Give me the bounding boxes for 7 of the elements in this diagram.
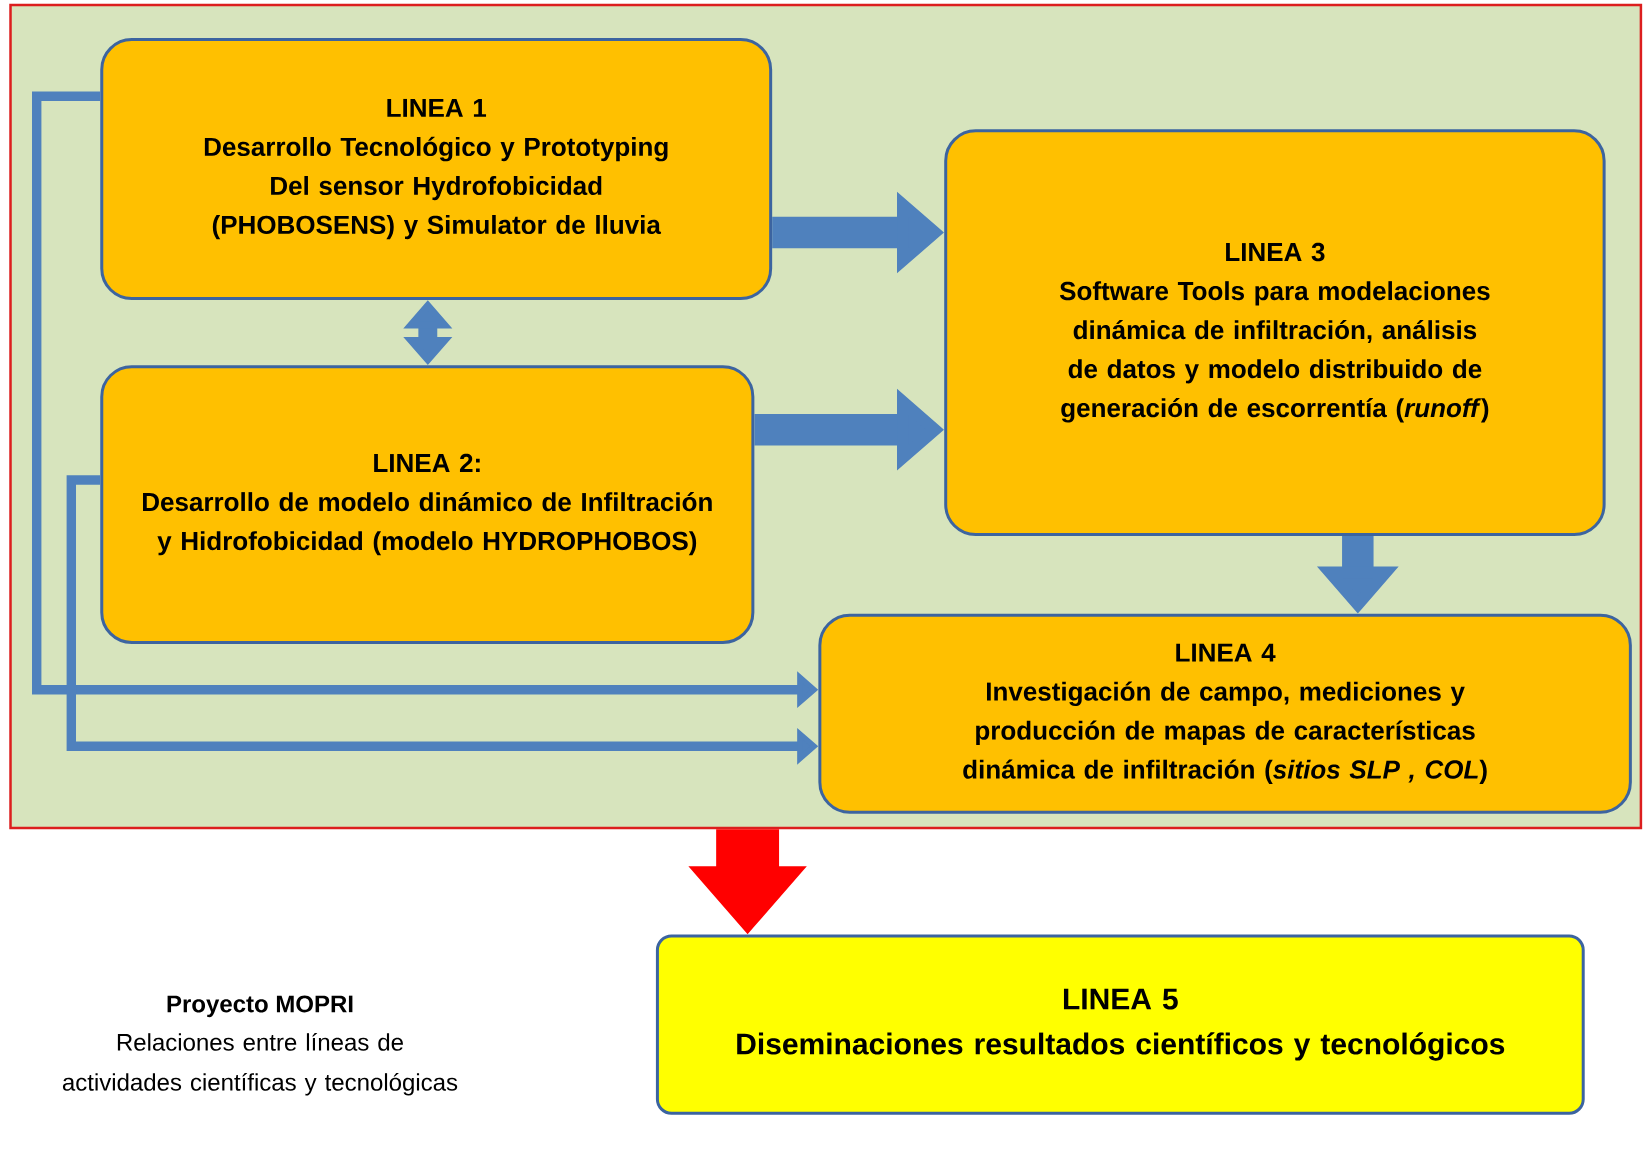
result-box: LINEA 5 Diseminaciones resultados científicos y tecnológicos (655, 934, 1585, 1115)
process-box: LINEA 2: Desarrollo de modelo dinámico de Infiltración y Hidrofobicidad (modelo HYDROPHOBOS) (100, 365, 755, 644)
process-box: LINEA 3 Software Tools para modelaciones dinámica de infiltración, análisis de datos y modelo distribuido de generación de escorrentía (runoff) (944, 129, 1606, 537)
caption-text: Relaciones entre líneas de actividades científicas y tecnológicas (62, 1032, 458, 1096)
process-box: LINEA 1 Desarrollo Tecnológico y Prototyping Del sensor Hydrofobicidad (PHOBOSENS) y Simulator de lluvia (100, 38, 773, 301)
caption-heading: Proyecto MOPRI (167, 995, 353, 1018)
process-box: LINEA 4 Investigación de campo, mediciones y producción de mapas de características dinámica de infiltración (sitios SLP , COL) (818, 613, 1632, 814)
